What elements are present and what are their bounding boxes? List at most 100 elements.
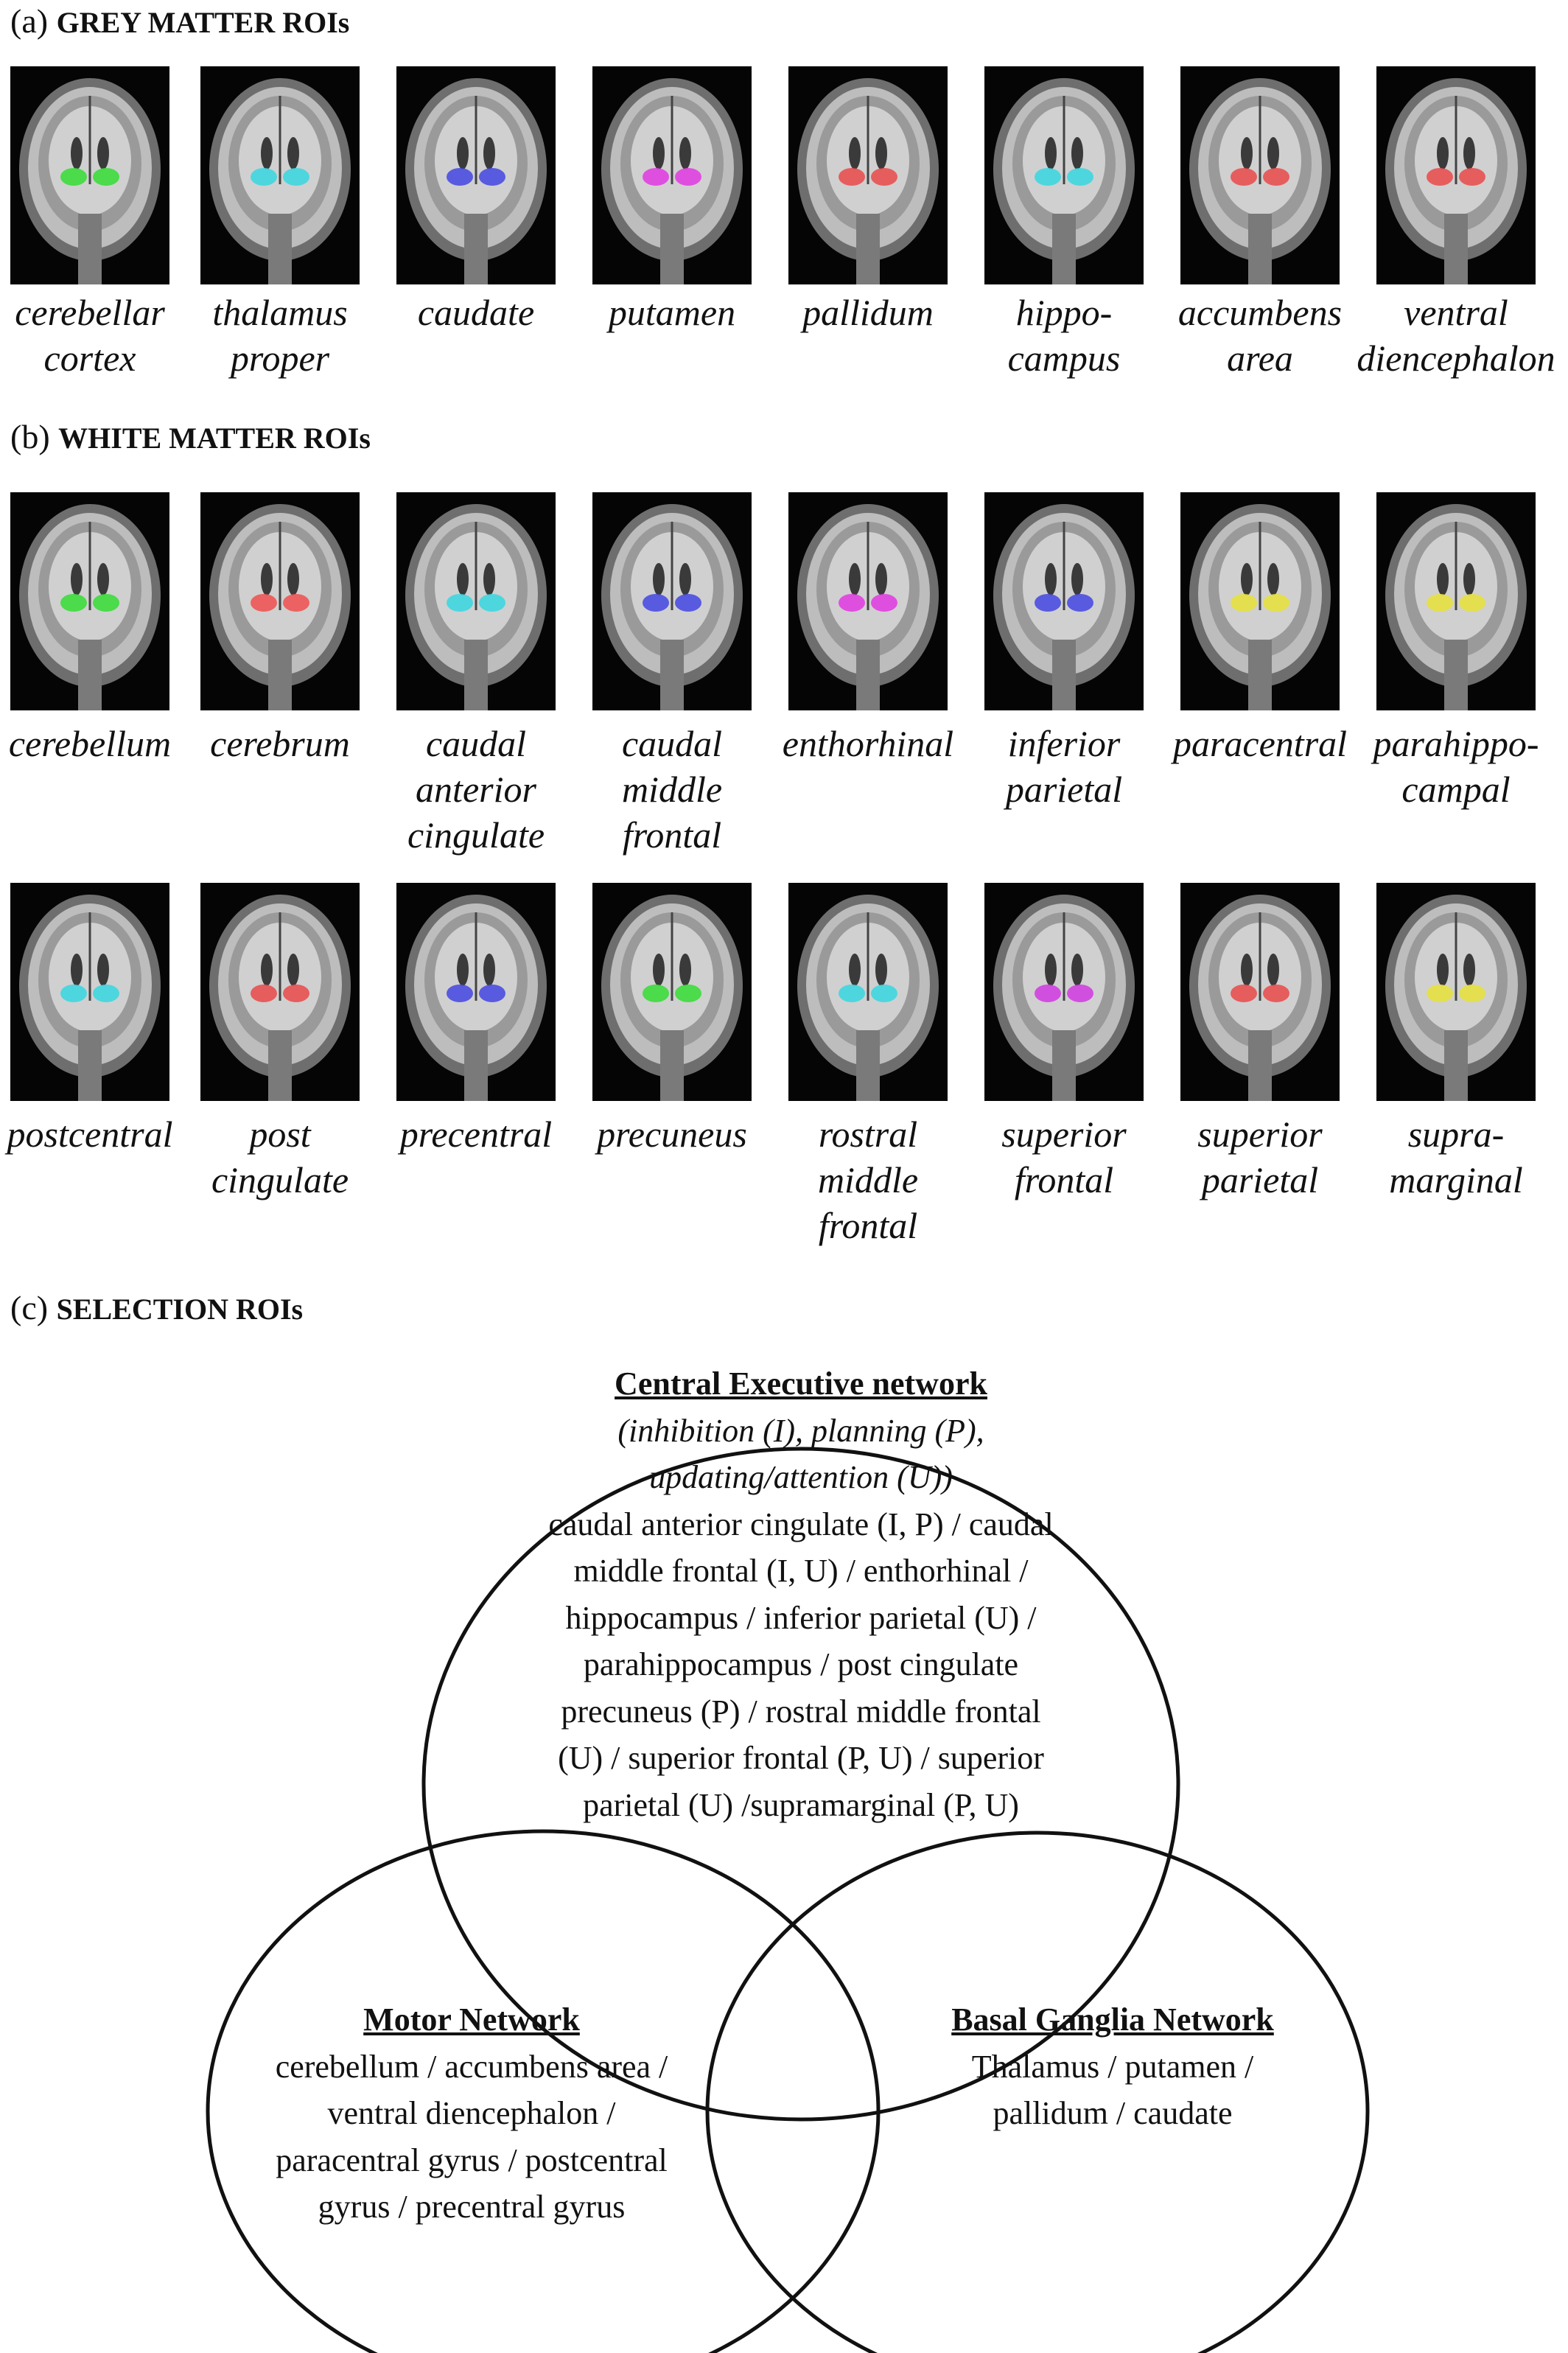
motor-network-heading: Motor Network [363,2001,580,2038]
motor-network-line: ventral diencephalon / [327,2095,616,2131]
white-matter-row1-caption: cerebrum [210,723,350,764]
white-matter-row2-caption: precuneus [597,1113,747,1155]
white-matter-row1-mri-panel [788,492,948,710]
white-matter-row1-caption: enthorhinal [782,723,954,764]
mri-slice-image [993,895,1135,1101]
white-matter-row2-caption: postcentral [7,1113,173,1155]
white-matter-row2-mri-panel [1180,883,1340,1101]
white-matter-row1-mri-panel [1180,492,1340,710]
mri-slice-image [209,78,351,284]
central-executive-line: middle frontal (I, U) / enthorhinal / [573,1553,1029,1589]
grey-matter-mri-panel [1180,66,1340,284]
section-c-title: SELECTION ROIs [56,1293,304,1326]
white-matter-row2-caption: rostral middle frontal [817,1113,919,1246]
white-matter-row2-caption: supra- marginal [1389,1113,1523,1200]
basal-ganglia-line: pallidum / caudate [993,2095,1233,2131]
mri-slice-image [1385,504,1527,710]
motor-network-line: cerebellum / accumbens area / [275,2048,668,2085]
central-executive-heading: Central Executive network [615,1366,987,1402]
mri-slice-image [19,78,161,284]
motor-network-line: gyrus / precentral gyrus [318,2189,626,2225]
white-matter-row1-mri-panel [984,492,1144,710]
grey-matter-mri-panel [984,66,1144,284]
grey-matter-mri-panel [1376,66,1536,284]
central-executive-line: precuneus (P) / rostral middle frontal [561,1693,1041,1730]
section-c-heading: (c) SELECTION ROIs [10,1288,303,1327]
mri-slice-image [1189,504,1331,710]
white-matter-row2-caption: superior frontal [1001,1113,1127,1200]
mri-slice-image [601,504,743,710]
central-executive-line: caudal anterior cingulate (I, P) / cauda… [548,1506,1054,1542]
mri-slice-image [993,504,1135,710]
mri-slice-image [209,895,351,1101]
section-a-letter: (a) [10,2,49,40]
white-matter-row1-mri-panel [10,492,169,710]
white-matter-row2-caption: precentral [399,1113,553,1155]
section-b-letter: (b) [10,418,50,455]
mri-slice-image [1385,78,1527,284]
white-matter-row2-mri-panel [592,883,752,1101]
grey-matter-mri-panel [396,66,556,284]
grey-matter-caption: ventral diencephalon [1357,292,1555,379]
white-matter-row2-mri-panel [200,883,360,1101]
white-matter-row1-mri-panel [1376,492,1536,710]
mri-slice-image [405,895,547,1101]
mri-slice-image [405,78,547,284]
grey-matter-caption: hippo- campus [1007,292,1121,379]
white-matter-row2-caption: superior parietal [1197,1113,1323,1200]
white-matter-row1-mri-panel [396,492,556,710]
mri-slice-image [797,78,939,284]
grey-matter-mri-panel [592,66,752,284]
white-matter-row1-caption: cerebellum [8,723,172,764]
central-executive-line: parietal (U) /supramarginal (P, U) [583,1786,1019,1823]
white-matter-row1-caption: inferior parietal [1005,723,1123,810]
central-executive-subtitle-2: updating/attention (U)) [649,1459,953,1495]
white-matter-row2-mri-panel [396,883,556,1101]
mri-slice-image [405,504,547,710]
grey-matter-mri-panel [200,66,360,284]
section-b-title: WHITE MATTER ROIs [58,422,371,455]
motor-network-text: Motor Network cerebellum / accumbens are… [236,1996,707,2231]
central-executive-line: (U) / superior frontal (P, U) / superior [558,1740,1044,1776]
motor-network-circle [206,1829,881,2353]
mri-slice-image [19,895,161,1101]
grey-matter-mri-panel [10,66,169,284]
grey-matter-caption: pallidum [802,292,934,333]
white-matter-row2-mri-panel [788,883,948,1101]
motor-network-line: paracentral gyrus / postcentral [276,2142,668,2178]
mri-slice-image [1189,895,1331,1101]
grey-matter-caption: thalamus proper [212,292,348,379]
basal-ganglia-line: Thalamus / putamen / [971,2048,1254,2085]
white-matter-row1-caption: parahippo- campal [1373,723,1539,810]
white-matter-row2-caption: post cingulate [211,1113,349,1200]
mri-slice-image [1189,78,1331,284]
section-c-letter: (c) [10,1289,49,1326]
white-matter-row2-mri-panel [1376,883,1536,1101]
mri-slice-image [209,504,351,710]
white-matter-row2-mri-panel [10,883,169,1101]
white-matter-row1-mri-panel [200,492,360,710]
central-executive-text: Central Executive network (inhibition (I… [497,1360,1105,1828]
grey-matter-caption: accumbens area [1177,292,1343,379]
basal-ganglia-circle [705,1831,1370,2353]
white-matter-row1-caption: caudal anterior cingulate [407,723,545,856]
grey-matter-caption: caudate [417,292,535,333]
central-executive-line: parahippocampus / post cingulate [583,1646,1019,1682]
grey-matter-caption: putamen [608,292,736,333]
section-a-title: GREY MATTER ROIs [56,6,350,39]
white-matter-row2-mri-panel [984,883,1144,1101]
grey-matter-mri-panel [788,66,948,284]
mri-slice-image [601,78,743,284]
basal-ganglia-text: Basal Ganglia Network Thalamus / putamen… [906,1996,1319,2137]
mri-slice-image [797,504,939,710]
white-matter-row1-caption: paracentral [1172,723,1348,764]
central-executive-line: hippocampus / inferior parietal (U) / [565,1599,1037,1636]
section-b-heading: (b) WHITE MATTER ROIs [10,417,371,456]
white-matter-row1-caption: caudal middle frontal [621,723,723,856]
mri-slice-image [993,78,1135,284]
mri-slice-image [601,895,743,1101]
basal-ganglia-heading: Basal Ganglia Network [951,2001,1274,2038]
section-a-heading: (a) GREY MATTER ROIs [10,1,349,41]
white-matter-row1-mri-panel [592,492,752,710]
